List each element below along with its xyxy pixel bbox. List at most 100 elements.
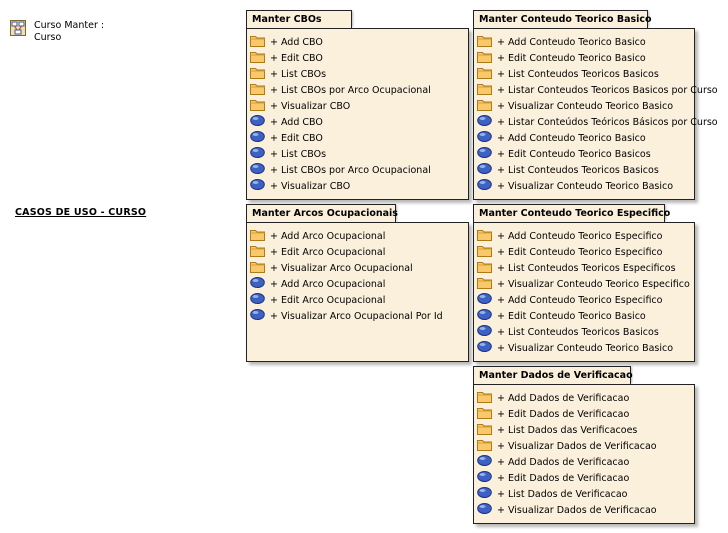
package-item[interactable]: + Edit Conteudo Teorico Basicos: [474, 146, 694, 162]
package-item[interactable]: + Add Conteudo Teorico Especifico: [474, 292, 694, 308]
folder-icon: [247, 260, 270, 276]
package-title: Manter CBOs: [246, 10, 352, 28]
package-item-label: + List CBOs: [270, 68, 327, 80]
package-item[interactable]: + Add Conteudo Teorico Basico: [474, 130, 694, 146]
package-item-label: + Listar Conteudos Teoricos Basicos por …: [497, 84, 718, 96]
package-item-label: + Add CBO: [270, 116, 323, 128]
package-item[interactable]: + Edit Conteudo Teorico Especifico: [474, 244, 694, 260]
package-item[interactable]: + Edit Arco Ocupacional: [247, 244, 468, 260]
package-item-label: + List CBOs por Arco Ocupacional: [270, 164, 431, 176]
package-item[interactable]: + List Dados de Verificacao: [474, 486, 694, 502]
package-item[interactable]: + Edit Conteudo Teorico Basico: [474, 50, 694, 66]
package-item[interactable]: + Visualizar Conteudo Teorico Basico: [474, 98, 694, 114]
package-item[interactable]: + Edit CBO: [247, 50, 468, 66]
use-case-icon: [474, 114, 497, 130]
package-item[interactable]: + Add CBO: [247, 114, 468, 130]
folder-icon: [474, 34, 497, 50]
package-item[interactable]: + Edit Dados de Verificacao: [474, 406, 694, 422]
use-case-icon: [247, 292, 270, 308]
package-item[interactable]: + Visualizar Conteudo Teorico Especifico: [474, 276, 694, 292]
package-item-label: + Visualizar Arco Ocupacional Por Id: [270, 310, 443, 322]
use-case-icon: [474, 454, 497, 470]
package-item[interactable]: + List Conteudos Teoricos Basicos: [474, 66, 694, 82]
package-item-label: + Edit Dados de Verificacao: [497, 472, 630, 484]
package-item[interactable]: + Visualizar CBO: [247, 178, 468, 194]
folder-icon: [474, 438, 497, 454]
package-item[interactable]: + List CBOs: [247, 146, 468, 162]
package-item[interactable]: + List Conteudos Teoricos Basicos: [474, 324, 694, 340]
package-item[interactable]: + Visualizar Dados de Verificacao: [474, 438, 694, 454]
package-item[interactable]: + Listar Conteudos Teoricos Basicos por …: [474, 82, 718, 98]
package-item[interactable]: + Visualizar Arco Ocupacional: [247, 260, 468, 276]
package-item[interactable]: + List CBOs: [247, 66, 468, 82]
folder-icon: [247, 98, 270, 114]
package-item[interactable]: + Visualizar Conteudo Teorico Basico: [474, 178, 694, 194]
package-item[interactable]: + Visualizar Arco Ocupacional Por Id: [247, 308, 468, 324]
package-item[interactable]: + Add Dados de Verificacao: [474, 454, 694, 470]
package-item[interactable]: + Edit Conteudo Teorico Basico: [474, 308, 694, 324]
package-item[interactable]: + Visualizar CBO: [247, 98, 468, 114]
package-body: + Add Arco Ocupacional + Edit Arco Ocupac…: [246, 222, 469, 362]
package-item[interactable]: + List Dados das Verificacoes: [474, 422, 694, 438]
package-title: Manter Dados de Verificacao: [473, 366, 633, 384]
package-item[interactable]: + Add Dados de Verificacao: [474, 390, 694, 406]
package-item-label: + Add Arco Ocupacional: [270, 278, 386, 290]
package-item-label: + Add Arco Ocupacional: [270, 230, 386, 242]
package-item[interactable]: + Add CBO: [247, 34, 468, 50]
package-item[interactable]: + List CBOs por Arco Ocupacional: [247, 162, 468, 178]
folder-icon: [474, 276, 497, 292]
use-case-icon: [474, 486, 497, 502]
use-case-icon: [247, 130, 270, 146]
package-item-label: + Add Dados de Verificacao: [497, 392, 630, 404]
use-case-icon: [247, 276, 270, 292]
folder-icon: [247, 66, 270, 82]
package-item[interactable]: + List CBOs por Arco Ocupacional: [247, 82, 468, 98]
folder-icon: [474, 244, 497, 260]
package-item[interactable]: + Add Conteudo Teorico Especifico: [474, 228, 694, 244]
folder-icon: [247, 50, 270, 66]
package-item-label: + Edit Arco Ocupacional: [270, 294, 386, 306]
package-body: + Add Conteudo Teorico Especifico+ Edit …: [473, 222, 695, 362]
use-case-icon: [247, 146, 270, 162]
package-item[interactable]: + Listar Conteúdos Teóricos Básicos por …: [474, 114, 718, 130]
use-case-icon: [247, 308, 270, 324]
class-diagram-icon: [10, 20, 26, 36]
package-item-label: + Edit Arco Ocupacional: [270, 246, 386, 258]
diagram-label-line2: Curso: [34, 32, 62, 43]
package-item-label: + Edit Dados de Verificacao: [497, 408, 630, 420]
package-item[interactable]: + Edit Arco Ocupacional: [247, 292, 468, 308]
casos-de-uso-link[interactable]: CASOS DE USO - CURSO: [15, 207, 147, 218]
diagram-link[interactable]: Curso Manter : Curso: [10, 20, 104, 44]
folder-icon: [474, 390, 497, 406]
use-case-icon: [474, 178, 497, 194]
package-item[interactable]: + List Conteudos Teoricos Basicos: [474, 162, 694, 178]
package-body: + Add Dados de Verificacao + Edit Dados d…: [473, 384, 695, 524]
folder-icon: [247, 244, 270, 260]
package-item-label: + Edit CBO: [270, 52, 323, 64]
folder-icon: [474, 50, 497, 66]
package-item[interactable]: + Visualizar Dados de Verificacao: [474, 502, 694, 518]
package-item-label: + Visualizar Dados de Verificacao: [497, 504, 657, 516]
package-item[interactable]: + Edit CBO: [247, 130, 468, 146]
use-case-icon: [474, 146, 497, 162]
package-item-label: + List Conteudos Teoricos Basicos: [497, 164, 659, 176]
package-item[interactable]: + Add Conteudo Teorico Basico: [474, 34, 694, 50]
package-item-label: + Edit Conteudo Teorico Basico: [497, 52, 646, 64]
package-title: Manter Arcos Ocupacionais: [246, 204, 398, 222]
package-item[interactable]: + Edit Dados de Verificacao: [474, 470, 694, 486]
package-item-label: + Add Conteudo Teorico Basico: [497, 132, 646, 144]
package-item-label: + Visualizar Conteudo Teorico Especifico: [497, 278, 690, 290]
package-item-label: + List Conteudos Teoricos Basicos: [497, 68, 659, 80]
package-item[interactable]: + Visualizar Conteudo Teorico Basico: [474, 340, 694, 356]
package-item-label: + List Conteudos Teoricos Especificos: [497, 262, 676, 274]
package-body: + Add CBO+ Edit CBO+ List CBOs+ List CBO…: [246, 28, 469, 200]
package-body: + Add Conteudo Teorico Basico + Edit Cont…: [473, 28, 718, 200]
package-item-label: + Listar Conteúdos Teóricos Básicos por …: [497, 116, 718, 128]
package-item[interactable]: + Add Arco Ocupacional: [247, 276, 468, 292]
folder-icon: [247, 228, 270, 244]
package-item[interactable]: + Add Arco Ocupacional: [247, 228, 468, 244]
package-item-label: + Edit Conteudo Teorico Basico: [497, 310, 646, 322]
package-item[interactable]: + List Conteudos Teoricos Especificos: [474, 260, 694, 276]
package-title: Manter Conteudo Teorico Basico: [473, 10, 652, 28]
package-item-label: + List Dados de Verificacao: [497, 488, 628, 500]
